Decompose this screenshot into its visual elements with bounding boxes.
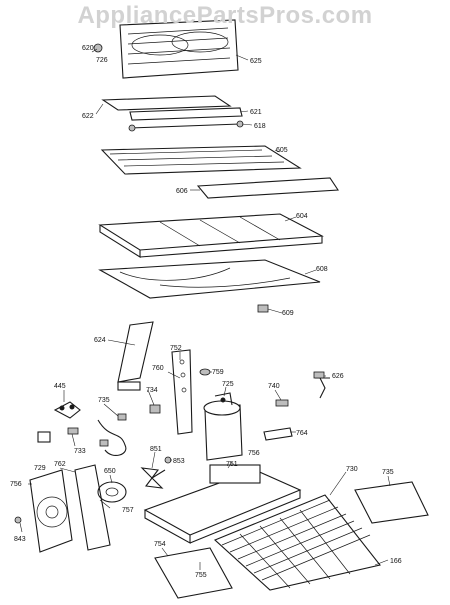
bracket-764 xyxy=(263,427,293,441)
label-624: 624 xyxy=(94,337,106,344)
label-757: 757 xyxy=(122,507,134,514)
label-734: 734 xyxy=(146,387,158,394)
label-735b: 735 xyxy=(382,469,394,476)
label-650: 650 xyxy=(104,468,116,475)
label-851: 851 xyxy=(150,446,162,453)
evaporator-housing-726 xyxy=(119,19,239,79)
label-756b: 756 xyxy=(10,481,22,488)
label-626: 626 xyxy=(332,373,344,380)
wiring-harness-735 xyxy=(97,413,127,456)
deflector-622 xyxy=(101,95,232,111)
fan-motor-650 xyxy=(97,481,127,503)
label-606: 606 xyxy=(176,188,188,195)
label-604: 604 xyxy=(296,213,308,220)
relay-734 xyxy=(149,404,161,414)
pad-754 xyxy=(154,547,233,599)
label-735a: 735 xyxy=(98,397,110,404)
label-755: 755 xyxy=(195,572,207,579)
label-166: 166 xyxy=(390,558,402,565)
leader-lines xyxy=(19,48,391,570)
label-760: 760 xyxy=(152,365,164,372)
screw-620 xyxy=(93,43,103,53)
capacitor-733 xyxy=(67,427,79,435)
part-labels: 620 726 625 622 621 618 605 606 604 608 … xyxy=(10,45,402,579)
label-759: 759 xyxy=(212,369,224,376)
label-725: 725 xyxy=(222,381,234,388)
clip-609 xyxy=(257,304,269,313)
label-605: 605 xyxy=(276,147,288,154)
label-726: 726 xyxy=(96,57,108,64)
label-609: 609 xyxy=(282,310,294,317)
label-620: 620 xyxy=(82,45,94,52)
bracket-752 xyxy=(171,349,193,435)
pan-608 xyxy=(98,259,321,299)
base-751 xyxy=(143,464,302,544)
duct-624 xyxy=(117,321,154,391)
block-729 xyxy=(37,431,51,443)
label-843: 843 xyxy=(14,536,26,543)
label-608: 608 xyxy=(316,266,328,273)
label-752: 752 xyxy=(170,345,182,352)
cord-626 xyxy=(313,371,330,399)
label-625: 625 xyxy=(250,58,262,65)
label-751: 751 xyxy=(226,461,238,468)
label-729: 729 xyxy=(34,465,46,472)
grommet-759 xyxy=(199,368,211,376)
shroud-756 xyxy=(29,469,73,553)
label-730: 730 xyxy=(346,466,358,473)
cover-606 xyxy=(196,177,339,199)
compressor-725 xyxy=(203,392,243,461)
label-622: 622 xyxy=(82,113,94,120)
label-618: 618 xyxy=(254,123,266,130)
channel-621 xyxy=(129,107,243,121)
watermark: AppliancePartsPros.com xyxy=(77,2,373,29)
plate-735 xyxy=(354,481,429,524)
label-740: 740 xyxy=(268,383,280,390)
terminal-445 xyxy=(53,401,81,419)
label-621: 621 xyxy=(250,109,262,116)
label-762: 762 xyxy=(54,461,66,468)
label-754: 754 xyxy=(154,541,166,548)
label-733: 733 xyxy=(74,448,86,455)
condenser-coil-730 xyxy=(213,494,381,591)
clip-740 xyxy=(275,399,289,407)
fan-blade-851 xyxy=(140,467,166,489)
label-445: 445 xyxy=(54,383,66,390)
tray-604 xyxy=(98,213,324,258)
panel-762 xyxy=(74,464,111,551)
label-764: 764 xyxy=(296,430,308,437)
screw-843 xyxy=(14,516,22,524)
label-853: 853 xyxy=(173,458,185,465)
label-756a: 756 xyxy=(248,450,260,457)
shelf-605 xyxy=(100,145,302,175)
rod-618 xyxy=(128,120,244,132)
